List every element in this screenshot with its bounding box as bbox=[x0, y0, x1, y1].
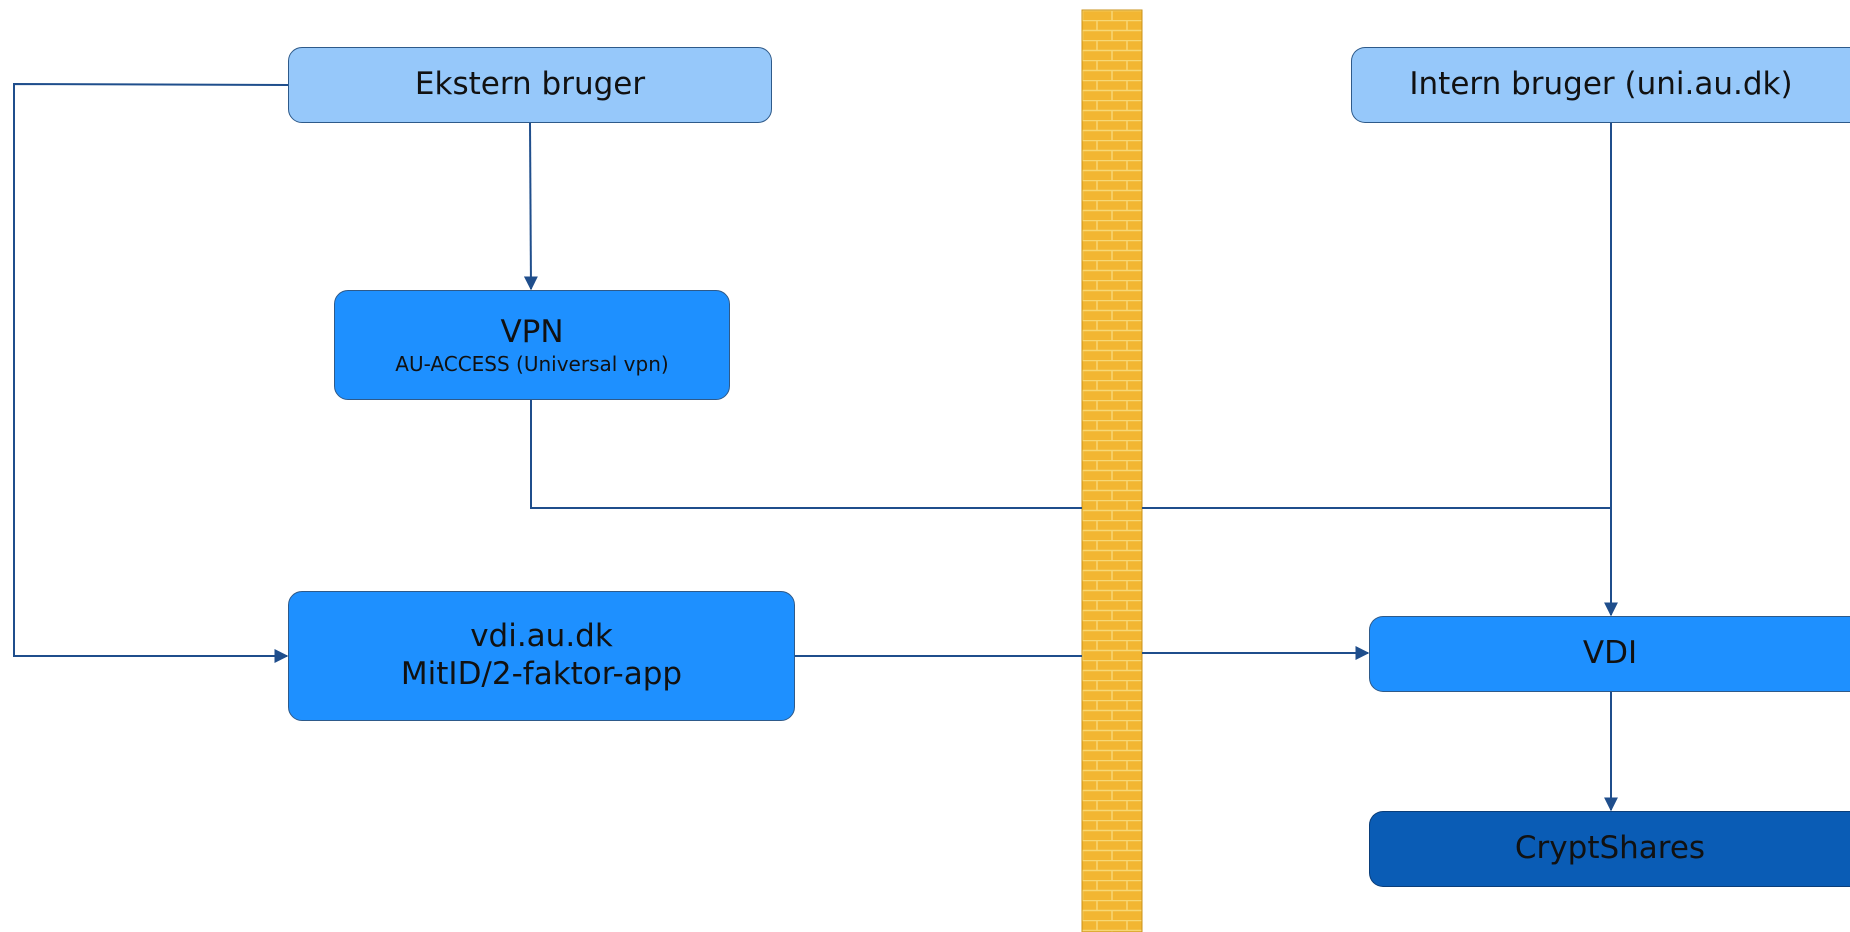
vpn-node: VPN AU-ACCESS (Universal vpn) bbox=[334, 290, 730, 400]
intern-bruger-node: Intern bruger (uni.au.dk) bbox=[1351, 47, 1850, 123]
vpn-label: VPN bbox=[500, 313, 564, 350]
edge-ekstern-to-vpn bbox=[523, 122, 538, 291]
edge-vpn-to-vdi bbox=[530, 400, 1611, 509]
cryptshares-label: CryptShares bbox=[1514, 830, 1706, 867]
edge-ekstern-to-vdi-au bbox=[13, 82, 289, 663]
vpn-sublabel: AU-ACCESS (Universal vpn) bbox=[395, 351, 669, 376]
intern-bruger-label: Intern bruger (uni.au.dk) bbox=[1409, 66, 1793, 103]
firewall-wall bbox=[1081, 9, 1143, 932]
vdi-au-dk-line2: MitID/2-faktor-app bbox=[400, 656, 683, 692]
vdi-au-dk-line1: vdi.au.dk bbox=[470, 618, 613, 655]
cryptshares-node: CryptShares bbox=[1369, 811, 1850, 887]
vdi-label: VDI bbox=[1582, 635, 1638, 672]
vdi-node: VDI bbox=[1369, 616, 1850, 692]
vdi-au-dk-node: vdi.au.dk MitID/2-faktor-app bbox=[288, 591, 795, 721]
ekstern-bruger-node: Ekstern bruger bbox=[288, 47, 772, 123]
ekstern-bruger-label: Ekstern bruger bbox=[414, 66, 646, 103]
